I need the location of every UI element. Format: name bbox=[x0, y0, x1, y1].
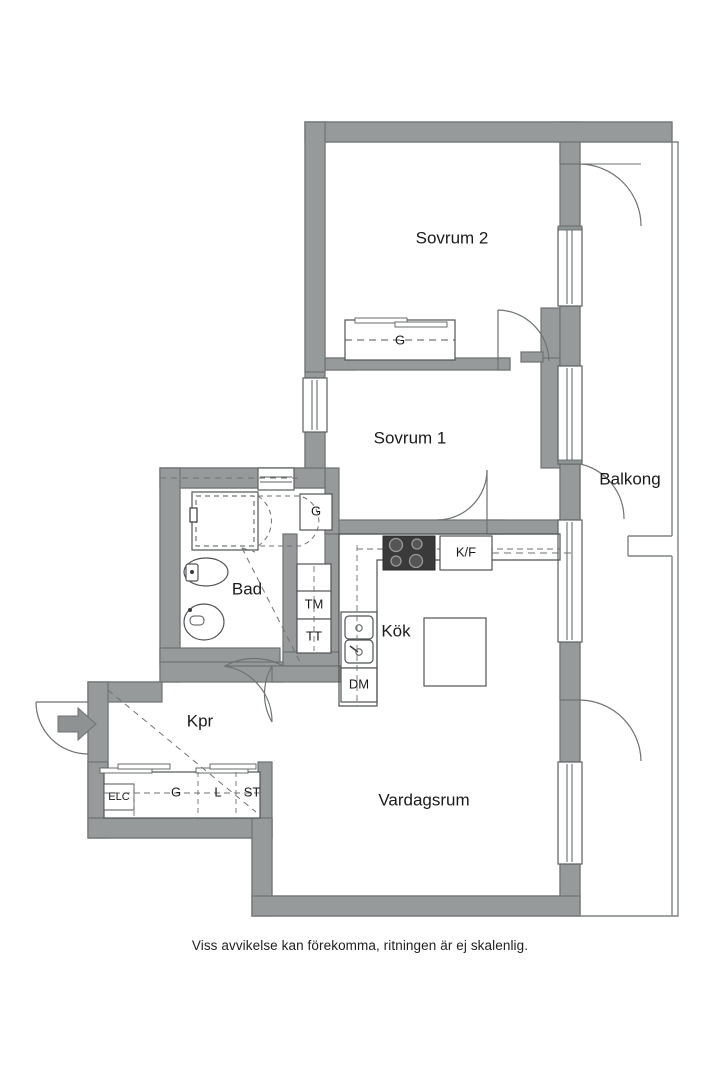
unit-label-dishwasher: DM bbox=[349, 676, 369, 691]
kitchen-sink-unit[interactable] bbox=[340, 611, 378, 669]
unit-label-washing-machine: TM bbox=[305, 596, 324, 611]
door-sovrum2-balcony[interactable] bbox=[579, 163, 642, 227]
window-bad-top bbox=[257, 467, 295, 491]
room-label-vardagsrum: Vardagsrum bbox=[378, 790, 469, 809]
unit-label-closet-st: ST bbox=[244, 784, 261, 799]
wash-basin bbox=[183, 603, 225, 641]
door-swings bbox=[35, 163, 642, 762]
room-label-sovrum-1: Sovrum 1 bbox=[374, 428, 447, 447]
door-sovrum2-interior[interactable] bbox=[497, 309, 550, 362]
toilet bbox=[183, 557, 229, 587]
unit-label-tumble-dryer: TT bbox=[306, 628, 322, 643]
unit-label-wardrobe-sovrum2: G bbox=[395, 332, 405, 347]
wall-right-seg-4 bbox=[559, 639, 581, 701]
room-label-bad: Bad bbox=[232, 579, 262, 598]
window-sovrum1-left bbox=[302, 377, 328, 433]
shower-enclosure bbox=[189, 491, 320, 551]
window-vardagsrum-balcony bbox=[557, 761, 583, 865]
door-sovrum1-balcony[interactable] bbox=[579, 463, 625, 520]
dining-table bbox=[423, 617, 487, 687]
room-label-kpr: Kpr bbox=[187, 711, 214, 730]
unit-label-fridge-freezer: K/F bbox=[456, 544, 476, 559]
room-label-sovrum-2: Sovrum 2 bbox=[416, 228, 489, 247]
wall-balcony-corridor bbox=[540, 307, 561, 364]
wall-kpr-top-mid bbox=[159, 661, 284, 683]
window-kitchen-balcony bbox=[557, 519, 583, 643]
wall-left-exterior bbox=[304, 121, 326, 373]
unit-label-wardrobe-hall: G bbox=[311, 503, 321, 518]
wall-left-exterior-2 bbox=[304, 429, 326, 469]
door-sovrum1-entry[interactable] bbox=[436, 469, 488, 521]
wall-kpr-top-right bbox=[271, 665, 345, 683]
closet-row[interactable] bbox=[99, 763, 261, 819]
wall-top-exterior bbox=[304, 121, 673, 143]
dishwasher-unit[interactable] bbox=[340, 667, 378, 703]
balcony-railing bbox=[580, 141, 679, 917]
room-labels: Sovrum 2 Sovrum 1 Bad Kök Kpr Vardagsrum… bbox=[187, 228, 661, 809]
kpr-dashed-guides bbox=[107, 477, 300, 813]
wall-right-seg-2 bbox=[559, 304, 581, 368]
plan-caption: Viss avvikelse kan förekomma, ritningen … bbox=[191, 938, 529, 953]
entry-direction-arrow bbox=[57, 706, 97, 742]
window-sovrum1-balcony bbox=[557, 365, 583, 465]
stove-hob[interactable] bbox=[382, 535, 436, 571]
wall-sovrum1-kitchen-right bbox=[486, 519, 561, 535]
wall-bath-laundry-divider bbox=[282, 533, 298, 667]
wall-bath-left bbox=[159, 467, 181, 663]
wall-bottom-exterior bbox=[251, 895, 581, 917]
storage-units bbox=[99, 317, 561, 819]
wall-laundry-bottom bbox=[282, 651, 340, 667]
unit-labels: G G TM TT DM K/F ELC G L ST bbox=[108, 332, 476, 802]
door-bad[interactable] bbox=[224, 657, 284, 667]
room-label-balkong: Balkong bbox=[599, 469, 660, 488]
door-kpr-living[interactable] bbox=[216, 665, 273, 723]
unit-label-electrical-central: ELC bbox=[108, 791, 129, 803]
bathroom-fixtures bbox=[183, 491, 320, 663]
wall-nib-sovrum1 bbox=[520, 351, 544, 363]
wall-bedroom-corner-stub bbox=[497, 357, 511, 371]
wardrobe-sovrum2[interactable] bbox=[344, 317, 456, 361]
bad-door-swing-dashed-2 bbox=[241, 547, 256, 553]
door-vardagsrum-balcony[interactable] bbox=[579, 699, 642, 762]
laundry-stack[interactable] bbox=[296, 563, 332, 654]
wall-balcony-corridor-2 bbox=[540, 357, 561, 469]
door-entrance[interactable] bbox=[35, 701, 89, 755]
wall-sovrum1-kitchen bbox=[324, 519, 506, 535]
window-sovrum2-balcony bbox=[557, 225, 583, 307]
unit-label-closet-l: L bbox=[214, 784, 221, 799]
wardrobe-hall[interactable] bbox=[299, 493, 333, 531]
room-label-kok: Kök bbox=[381, 621, 411, 640]
unit-label-closet-g: G bbox=[171, 784, 181, 799]
wall-right-seg-3 bbox=[559, 462, 581, 522]
wall-closet-bottom bbox=[87, 817, 273, 839]
windows bbox=[257, 225, 583, 865]
